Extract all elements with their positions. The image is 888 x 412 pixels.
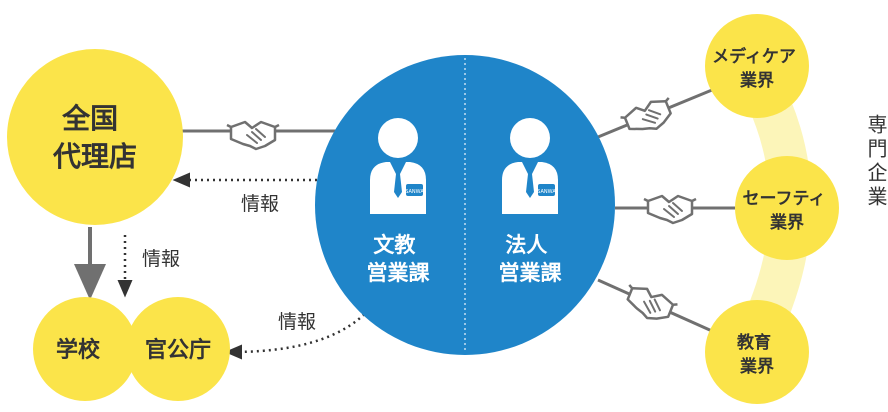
info-label-vertical: 情報: [142, 248, 180, 270]
government-label: 官公庁: [145, 337, 211, 363]
education-industry-circle: [705, 300, 809, 404]
education-sales-label: 文教 営業課: [367, 233, 431, 285]
handshake-icon: [642, 194, 698, 225]
info-label-top: 情報: [241, 193, 279, 215]
national-agency-circle: [7, 49, 183, 225]
handshake-icon: [619, 280, 680, 328]
media-industry-circle: [705, 14, 809, 118]
education-industry-label: 教育 業界: [736, 332, 777, 377]
info-label-bottom: 情報: [278, 311, 316, 333]
safety-industry-circle: [735, 156, 839, 260]
safety-industry-label: セーフティ 業界: [743, 189, 832, 233]
svg-text:SANWA: SANWA: [405, 189, 424, 195]
svg-text:SANWA: SANWA: [537, 189, 556, 195]
handshake-icon: [618, 93, 679, 141]
school-label: 学校: [56, 337, 101, 363]
person-icon: SANWA: [370, 118, 426, 214]
national-agency-label: 全国 代理店: [52, 102, 137, 173]
media-industry-label: メディケア 業界: [712, 46, 802, 91]
government-circle: [126, 297, 230, 401]
person-icon: SANWA: [502, 118, 558, 214]
handshake-icon: [225, 120, 281, 151]
corporate-sales-label: 法人 営業課: [499, 233, 563, 285]
school-circle: [33, 297, 137, 401]
specialty-companies-label: 専門企業: [864, 114, 888, 210]
